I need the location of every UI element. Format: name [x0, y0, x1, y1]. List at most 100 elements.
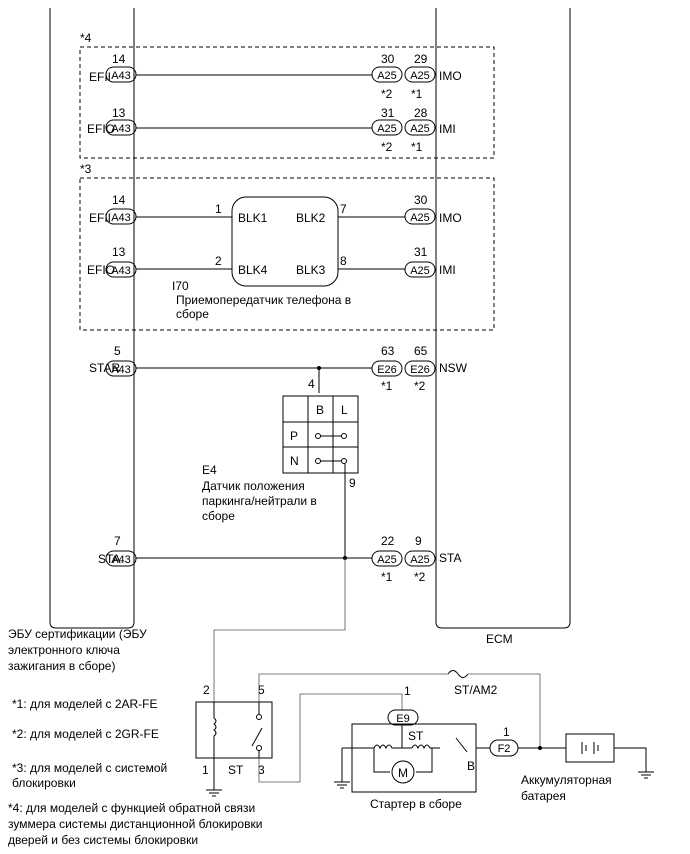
connector-a25: [404, 208, 436, 225]
ecu-pin-13: 13: [112, 245, 126, 259]
ecm-terminal-imi: IMI: [439, 263, 456, 277]
option-box-3-label: *3: [80, 162, 92, 176]
connector-e9: [387, 709, 419, 726]
battery-icon: [565, 733, 615, 763]
mark-1: *1: [381, 570, 393, 584]
transponder-pin-1: 1: [215, 202, 222, 216]
transponder-code: I70: [172, 279, 189, 293]
fuse-label: ST/AM2: [454, 683, 498, 697]
nsw-label: сборе: [202, 509, 235, 523]
mark-2: *2: [414, 379, 426, 393]
relay-coil: [213, 702, 217, 758]
relay-switch: [251, 727, 263, 747]
connector-a25-label: A25: [377, 123, 397, 135]
connector-a25-label: A25: [410, 265, 430, 277]
nsw-code: E4: [202, 463, 217, 477]
ecu-terminal-efii: EFII: [89, 211, 111, 225]
ground-icon: [206, 789, 222, 797]
ecm-terminal-imo: IMO: [439, 69, 462, 83]
mark-2: *2: [381, 140, 393, 154]
ecu-pin-13: 13: [112, 106, 126, 120]
starter-switch: [455, 737, 468, 753]
ecu-pin-5: 5: [114, 344, 121, 358]
connector-a25: [404, 261, 436, 278]
connector-e26: [371, 360, 403, 377]
connector-a25: [404, 66, 436, 83]
starter-pin-1: 1: [404, 684, 411, 698]
footnote-4: зуммера системы дистанционной блокировки: [8, 817, 262, 831]
starter-coil-2: [411, 744, 440, 750]
ecu-terminal-efii: EFII: [89, 70, 111, 84]
nsw-pin-4: 4: [308, 377, 315, 391]
footnote-4: *4: для моделей с функцией обратной связ…: [8, 801, 255, 815]
starter-motor-loop: [373, 748, 390, 773]
starter-coil-1: [373, 744, 412, 750]
option-box-4: [79, 46, 495, 159]
connector-a43-label: A43: [111, 212, 131, 224]
ecm-pin-65: 65: [414, 344, 428, 358]
connector-a25-label: A25: [377, 70, 397, 82]
connector-e26-label: E26: [410, 364, 430, 376]
ecm-pin-22: 22: [381, 534, 395, 548]
battery-cells: [581, 742, 599, 754]
battery-label: батарея: [521, 789, 566, 803]
ecm-terminal-imo: IMO: [439, 211, 462, 225]
f2-pin-1: 1: [503, 725, 510, 739]
battery-label: Аккумуляторная: [521, 773, 612, 787]
transponder-terminal-blk1: BLK1: [238, 211, 268, 225]
transponder-pin-8: 8: [340, 254, 347, 268]
nsw-label: паркинга/нейтрали в: [202, 494, 317, 508]
wire-relay-starter: [258, 693, 403, 783]
connector-a25-label: A25: [410, 70, 430, 82]
ecm-pin-9: 9: [415, 534, 422, 548]
option-box-4-label: *4: [80, 31, 92, 45]
st-relay: [195, 701, 273, 759]
fuse-st-am2: [447, 670, 469, 678]
transponder-terminal-blk4: BLK4: [238, 263, 268, 277]
ecm-pin-28: 28: [414, 106, 428, 120]
ecu-name: электронного ключа: [8, 643, 120, 657]
connector-a43-label: A43: [111, 364, 131, 376]
nsw-label: Датчик положения: [202, 479, 305, 493]
ecm-terminal-imi: IMI: [439, 122, 456, 136]
connector-a25-label: A25: [410, 554, 430, 566]
transponder-pin-7: 7: [340, 202, 347, 216]
ecm-terminal-nsw: NSW: [439, 361, 468, 375]
ecu-pin-14: 14: [112, 193, 126, 207]
starter-label: Стартер в сборе: [370, 797, 462, 811]
nsw-row-p: P: [290, 429, 298, 443]
ecm-name: ECM: [486, 632, 513, 646]
ecm-pin-29: 29: [414, 52, 428, 66]
junction-dot: [538, 746, 542, 750]
connector-a25-label: A25: [410, 212, 430, 224]
ground-icon: [334, 781, 350, 789]
ecm-body: [435, 8, 571, 629]
nsw-column-b: B: [316, 403, 324, 417]
transponder-terminal-blk3: BLK3: [296, 263, 326, 277]
connector-f2-label: F2: [498, 743, 511, 755]
connector-a25-label: A25: [377, 554, 397, 566]
wire-relay-fuse: [258, 673, 448, 702]
connector-a25: [371, 119, 403, 136]
relay-contact: [256, 714, 262, 720]
relay-pin-2: 2: [203, 683, 210, 697]
mark-1: *1: [411, 140, 423, 154]
connector-e26: [404, 360, 436, 377]
park-neutral-switch: [282, 395, 359, 474]
mark-1: *1: [381, 379, 393, 393]
relay-pin-5: 5: [258, 683, 265, 697]
ecu-name: ЭБУ сертификации (ЭБУ: [8, 627, 147, 641]
starter-motor-loop: [416, 748, 433, 773]
option-box-3: [79, 177, 495, 331]
ecu-pin-7: 7: [114, 534, 121, 548]
ecu-terminal-sta: STA: [98, 552, 120, 566]
ecm-pin-63: 63: [381, 344, 395, 358]
ground-icon: [638, 771, 654, 779]
ecm-terminal-sta: STA: [439, 551, 461, 565]
mark-1: *1: [411, 87, 423, 101]
connector-a43-label: A43: [111, 123, 131, 135]
transponder-unit: [231, 196, 339, 287]
connector-a25-label: A25: [410, 123, 430, 135]
starter-st: ST: [408, 729, 424, 743]
